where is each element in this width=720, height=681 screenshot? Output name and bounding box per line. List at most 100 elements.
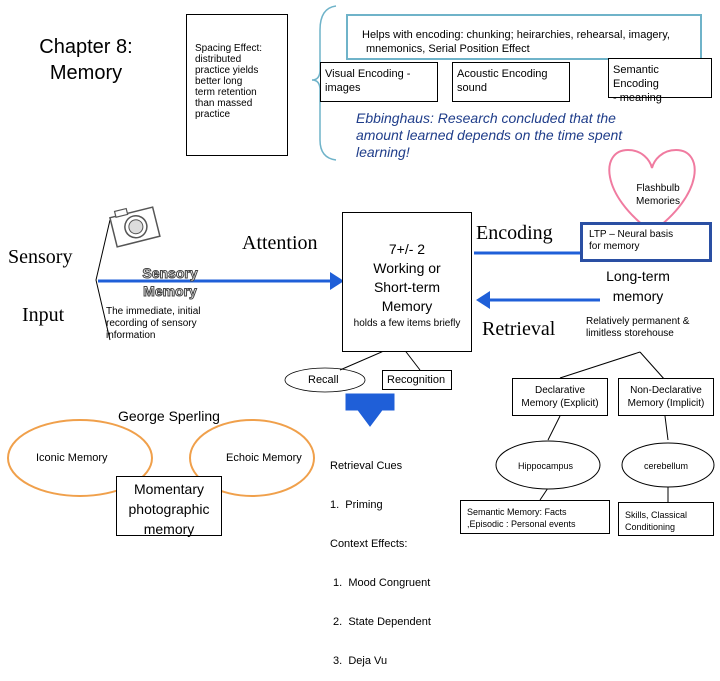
long-term-line1: Long-term [606, 268, 670, 284]
flashbulb-text: Flashbulb Memories [626, 182, 690, 208]
retrieval-cue-line: Retrieval Cues [330, 460, 403, 472]
iconic-oval [7, 419, 153, 497]
sensory-memory-line1: Sensory [142, 265, 198, 282]
ebbinghaus-line2: amount learned depends on the time spent [356, 127, 623, 143]
semantic-episodic-line1: Semantic Memory: Facts [467, 507, 567, 517]
retrieval-label: Retrieval [482, 318, 556, 340]
camera-icon [109, 206, 161, 248]
skills-box: Skills, Classical Conditioning [618, 502, 714, 536]
semantic-episodic-line2: ,Episodic : Personal events [467, 519, 576, 529]
declarative-line1: Declarative [534, 385, 586, 396]
skills-line1: Skills, Classical [625, 510, 688, 520]
acoustic-encoding-line2: sound [457, 82, 487, 94]
sensory-memory-title: Sensory Memory [136, 264, 204, 300]
attention-label: Attention [242, 232, 318, 254]
arrow-retrieval-head [476, 291, 490, 309]
retrieval-cue-line: 1. Mood Congruent [330, 577, 431, 589]
recognition-box: Recognition [382, 370, 452, 390]
iconic-memory-label: Iconic Memory [36, 452, 108, 464]
spacing-effect-box: Spacing Effect: distributed practice yie… [186, 14, 288, 156]
long-term-desc1: Relatively permanent & [586, 316, 690, 327]
retrieval-cues-text: Retrieval Cues 1. Priming Context Effect… [330, 434, 431, 681]
sensory-memory-desc3: information [106, 330, 156, 341]
sensory-memory-line2: Memory [143, 283, 198, 300]
visual-encoding-box: Visual Encoding - images [320, 62, 438, 102]
title-line1: Chapter 8: [39, 36, 133, 58]
visual-encoding-line2: images [325, 82, 361, 94]
working-memory-line3: Short-term [373, 279, 441, 295]
encoding-helps-line1: Helps with encoding: chunking; heirarchi… [362, 29, 670, 41]
non-declarative-line2: Memory (Implicit) [627, 398, 705, 409]
momentary-line1: Momentary [133, 481, 205, 497]
declarative-line2: Memory (Explicit) [521, 398, 599, 409]
long-term-desc2: limitless storehouse [586, 328, 674, 339]
long-term-title: Long-term memory [588, 266, 688, 306]
spacing-line: Spacing Effect: [195, 43, 263, 54]
retrieval-cue-line: 1. Priming [330, 499, 383, 511]
sensory-hexagon [95, 219, 111, 341]
non-declarative-box: Non-Declarative Memory (Implicit) [618, 378, 714, 416]
recall-oval [284, 367, 366, 393]
semantic-encoding-line2: - meaning [613, 92, 662, 104]
spacing-line: better long [195, 76, 243, 87]
retrieval-cue-line: 2. State Dependent [330, 616, 431, 628]
semantic-encoding-box: Semantic Encoding - meaning [608, 58, 712, 104]
working-memory-line1: 7+/- 2 [388, 241, 426, 257]
retrieval-cue-line: 3. Deja Vu [330, 655, 388, 667]
sensory-input-label: Sensory Input [8, 246, 72, 326]
sensory-input-line1: Sensory [8, 246, 73, 268]
sensory-memory-desc2: recording of sensory [106, 318, 197, 329]
title-line2: Memory [49, 62, 123, 84]
semantic-encoding-line1: Semantic Encoding [613, 64, 659, 90]
working-memory-box: 7+/- 2 Working or Short-term Memory hold… [342, 212, 472, 352]
heart-shape [608, 148, 696, 234]
visual-encoding-line1: Visual Encoding - [325, 68, 411, 80]
momentary-box: Momentary photographic memory [116, 476, 222, 537]
spacing-line: than massed [195, 98, 253, 109]
long-term-line2: memory [612, 288, 664, 304]
retrieval-callout [345, 393, 395, 427]
acoustic-encoding-box: Acoustic Encoding sound [452, 62, 570, 102]
semantic-episodic-box: Semantic Memory: Facts ,Episodic : Perso… [460, 500, 610, 534]
recognition-label: Recognition [387, 374, 446, 386]
cerebellum-oval [621, 442, 715, 488]
george-sperling-label: George Sperling [118, 408, 220, 424]
flashbulb-line1: Flashbulb [636, 183, 680, 194]
long-term-desc: Relatively permanent & limitless storeho… [586, 316, 689, 340]
working-memory-line2: Working or [373, 260, 441, 276]
acoustic-encoding-line1: Acoustic Encoding [457, 68, 548, 80]
momentary-line2: photographic [128, 501, 210, 517]
declarative-box: Declarative Memory (Explicit) [512, 378, 608, 416]
encoding-bracket [311, 5, 337, 161]
recall-label: Recall [308, 374, 339, 386]
ebbinghaus-line1: Ebbinghaus: Research concluded that the [356, 110, 616, 126]
hippocampus-oval [495, 440, 601, 490]
cerebellum-label: cerebellum [644, 461, 689, 471]
sensory-memory-desc1: The immediate, initial [106, 306, 201, 317]
ltp-box: LTP – Neural basis for memory [580, 222, 712, 262]
spacing-line: term retention [195, 87, 257, 98]
spacing-line: practice [195, 109, 231, 120]
spacing-line: distributed [195, 54, 242, 65]
flashbulb-line2: Memories [636, 196, 680, 207]
ebbinghaus-line3: learning! [356, 144, 410, 160]
hippocampus-label: Hippocampus [518, 461, 574, 471]
arrow-to-working-head [330, 272, 344, 290]
momentary-line3: memory [143, 521, 195, 537]
echoic-memory-label: Echoic Memory [226, 452, 302, 464]
sensory-input-line2: Input [22, 304, 65, 326]
ebbinghaus-text: Ebbinghaus: Research concluded that the … [356, 110, 622, 161]
spacing-line: practice yields [195, 65, 259, 76]
echoic-oval [189, 419, 315, 497]
sensory-memory-desc: The immediate, initial recording of sens… [106, 306, 200, 342]
non-declarative-line1: Non-Declarative [630, 385, 702, 396]
ltp-line1: LTP – Neural basis [589, 229, 674, 240]
working-memory-line4: Memory [381, 298, 433, 314]
encoding-helps-line2: mnemonics, Serial Position Effect [366, 43, 530, 55]
skills-line2: Conditioning [625, 522, 676, 532]
ltp-line2: for memory [589, 241, 640, 252]
page-title: Chapter 8: Memory [32, 34, 140, 86]
encoding-helps-box: Helps with encoding: chunking; heirarchi… [346, 14, 702, 60]
working-memory-desc: holds a few items briefly [353, 318, 461, 329]
encoding-label: Encoding [476, 222, 553, 244]
